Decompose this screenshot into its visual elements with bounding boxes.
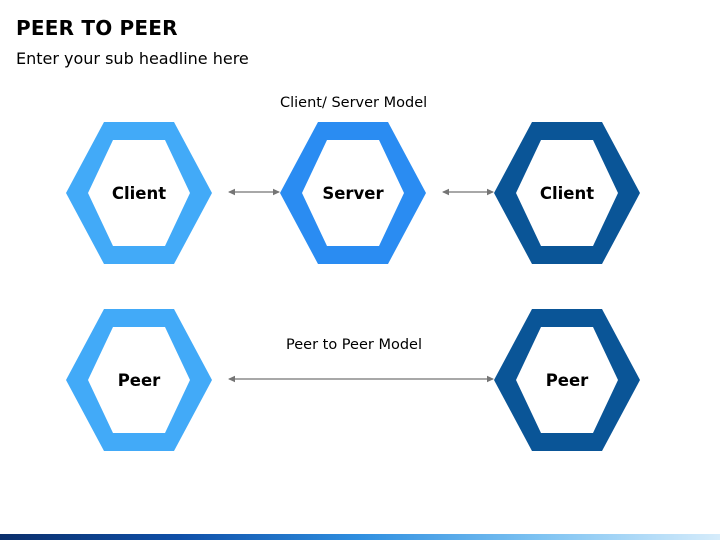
client-node-right: Client — [494, 122, 640, 264]
peer-node-label: Peer — [545, 370, 589, 390]
client-node-label: Client — [539, 183, 595, 203]
client-server-model-label: Client/ Server Model — [280, 95, 428, 111]
peer-node-left: Peer — [66, 309, 212, 451]
hexagon-shape — [280, 122, 426, 264]
client-node-label: Client — [111, 183, 167, 203]
hexagon-shape — [494, 122, 640, 264]
peer-node-label: Peer — [117, 370, 161, 390]
footer-gradient-bar — [0, 534, 720, 540]
client-node-left: Client — [66, 122, 212, 264]
peer-node-right: Peer — [494, 309, 640, 451]
page-subtitle: Enter your sub headline here — [16, 49, 249, 68]
hexagon-shape — [494, 309, 640, 451]
server-node: Server — [280, 122, 426, 264]
hexagon-shape — [66, 309, 212, 451]
page-title: PEER TO PEER — [16, 16, 178, 40]
peer-to-peer-model-label: Peer to Peer Model — [286, 337, 422, 353]
hexagon-shape — [66, 122, 212, 264]
server-node-label: Server — [322, 183, 384, 203]
